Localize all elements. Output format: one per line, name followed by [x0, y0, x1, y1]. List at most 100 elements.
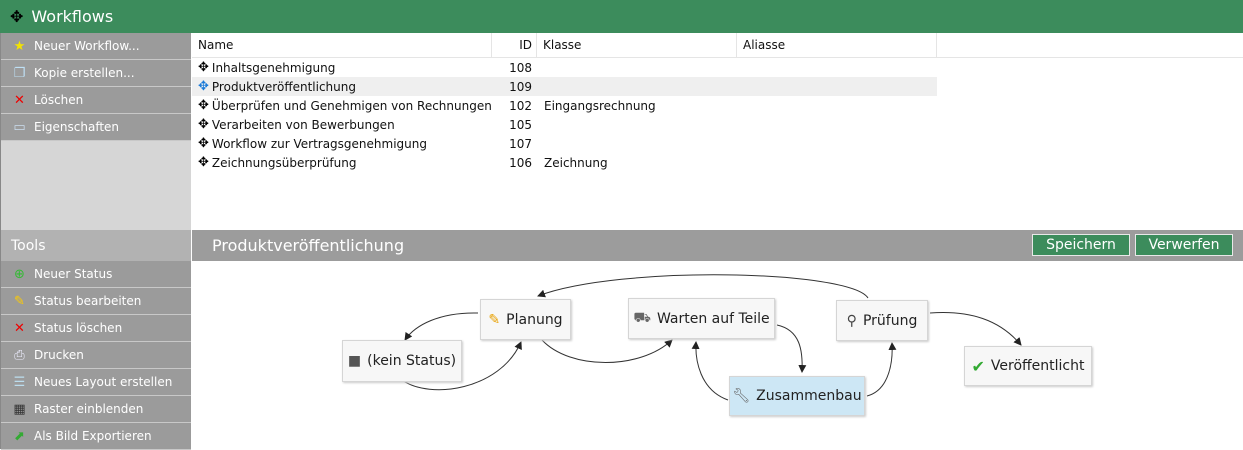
- label: Prüfung: [862, 312, 918, 329]
- tools-header: Tools: [0, 230, 191, 261]
- grid-icon: ▦: [13, 401, 26, 417]
- cell-id: 106: [509, 155, 532, 170]
- cell-name: ✥Zeichnungsüberprüfung: [192, 156, 492, 170]
- label: Neues Layout erstellen: [34, 375, 173, 389]
- save-button[interactable]: Speichern: [1032, 234, 1130, 256]
- label: Status löschen: [34, 321, 123, 335]
- print-button[interactable]: ⎙ Drucken: [1, 342, 191, 369]
- name: Verarbeiten von Bewerbungen: [211, 117, 395, 132]
- label: Neuer Status: [34, 267, 113, 281]
- cell-name: ✥Überprüfen und Genehmigen von Rechnunge…: [192, 99, 492, 113]
- edit-icon: ✎: [14, 293, 25, 309]
- arrow: [866, 342, 897, 397]
- workflow-list: Name ID Klasse Aliasse ✥Inhaltsgenehmigu…: [192, 33, 1243, 230]
- new-workflow-button[interactable]: ★Neuer Workflow...: [1, 33, 191, 60]
- status-node-pruefung[interactable]: ⚲ Prüfung: [836, 300, 928, 341]
- cell-klasse: Zeichnung: [544, 155, 608, 170]
- show-grid-button[interactable]: ▦ Raster einblenden: [1, 396, 191, 423]
- cell-name: ✥Inhaltsgenehmigung: [192, 61, 492, 75]
- cell-name: ✥Workflow zur Vertragsgenehmigung: [192, 137, 492, 151]
- label: Zusammenbau: [756, 388, 862, 404]
- delete-icon: ✕: [14, 92, 25, 108]
- app-title: Workflows: [31, 7, 114, 26]
- arrow: [404, 312, 479, 341]
- status-node-warten[interactable]: ⛟ Warten auf Teile: [628, 298, 775, 339]
- status-node-veroeffentlicht[interactable]: ✔ Veröffentlicht: [964, 346, 1092, 386]
- label: Veröffentlicht: [990, 358, 1085, 374]
- column-id[interactable]: ID: [492, 33, 537, 57]
- wrench-icon: 🔧︎: [732, 388, 751, 404]
- cell-id: 105: [509, 117, 532, 132]
- arrow: [691, 341, 729, 401]
- copy-button[interactable]: ❐ Kopie erstellen...: [1, 60, 191, 87]
- column-name[interactable]: Name: [192, 33, 492, 57]
- delete-button[interactable]: ✕ Löschen: [1, 87, 191, 114]
- edit-icon: ✎: [488, 311, 501, 328]
- new-layout-button[interactable]: ☰ Neues Layout erstellen: [1, 369, 191, 396]
- table-row[interactable]: ✥Überprüfen und Genehmigen von Rechnunge…: [192, 96, 937, 115]
- search-icon: ⚲: [846, 312, 857, 329]
- table-row[interactable]: ✥Produktveröffentlichung 109: [192, 77, 937, 96]
- arrow: [776, 324, 807, 373]
- workflow-icon: ✥: [198, 79, 209, 94]
- workflow-icon: ✥: [198, 60, 209, 75]
- cell-name: ✥Produktveröffentlichung: [192, 80, 492, 94]
- edit-status-button[interactable]: ✎ Status bearbeiten: [1, 288, 191, 315]
- print-icon: ⎙: [14, 347, 25, 363]
- arrow: [401, 341, 522, 391]
- app-header: ✥Workflows: [0, 0, 1243, 33]
- cell-id: 107: [509, 136, 532, 151]
- cell-id: 109: [509, 79, 532, 94]
- column-aliasse[interactable]: Aliasse: [737, 33, 937, 57]
- layout-icon: ☰: [13, 374, 26, 390]
- status-node-planung[interactable]: ✎ Planung: [480, 299, 571, 340]
- label: Eigenschaften: [34, 120, 120, 134]
- cell-name: ✥Verarbeiten von Bewerbungen: [192, 118, 492, 132]
- label: (kein Status): [367, 353, 457, 369]
- workflow-icon: ✥: [198, 98, 209, 113]
- delete-icon: ✕: [14, 320, 25, 336]
- name: Zeichnungsüberprüfung: [211, 155, 357, 170]
- new-status-button[interactable]: ⊕ Neuer Status: [1, 261, 191, 288]
- arrow: [537, 274, 869, 299]
- label: Als Bild Exportieren: [34, 429, 152, 443]
- name: Inhaltsgenehmigung: [211, 60, 336, 75]
- column-klasse[interactable]: Klasse: [537, 33, 737, 57]
- new-status-icon: ⊕: [14, 266, 25, 282]
- label: Raster einblenden: [34, 402, 144, 416]
- properties-button[interactable]: ▭ Eigenschaften: [1, 114, 191, 141]
- table-row[interactable]: ✥Verarbeiten von Bewerbungen 105: [192, 115, 937, 134]
- label: Warten auf Teile: [656, 310, 770, 327]
- label: Status bearbeiten: [34, 294, 142, 308]
- status-node-zusammenbau[interactable]: 🔧︎ Zusammenbau: [729, 376, 865, 416]
- copy-icon: ❐: [13, 65, 26, 81]
- table-row[interactable]: ✥Inhaltsgenehmigung 108: [192, 58, 937, 77]
- export-icon: ⬈: [14, 428, 25, 444]
- workflow-icon: ✥: [198, 117, 209, 132]
- tools-panel: ⊕ Neuer Status ✎ Status bearbeiten ✕ Status…: [0, 261, 191, 450]
- actions-panel: ★Neuer Workflow... ❐ Kopie erstellen... ✕…: [0, 33, 191, 230]
- label: Planung: [506, 311, 563, 328]
- table-row[interactable]: ✥Zeichnungsüberprüfung 106 Zeichnung: [192, 153, 937, 172]
- label: Löschen: [34, 93, 84, 107]
- table-row[interactable]: ✥Workflow zur Vertragsgenehmigung 107: [192, 134, 937, 153]
- truck-icon: ⛟: [633, 309, 651, 326]
- cell-id: 108: [509, 60, 532, 75]
- arrow: [541, 339, 673, 363]
- name: Workflow zur Vertragsgenehmigung: [211, 136, 427, 151]
- list-header: Name ID Klasse Aliasse: [192, 33, 1243, 58]
- star-icon: ★: [13, 38, 26, 54]
- cell-klasse: Eingangsrechnung: [544, 98, 656, 113]
- name: Produktveröffentlichung: [211, 79, 356, 94]
- discard-button[interactable]: Verwerfen: [1135, 234, 1233, 256]
- status-node-kein-status[interactable]: ■ (kein Status): [342, 340, 462, 382]
- workflow-icon: ✥: [198, 136, 209, 151]
- delete-status-button[interactable]: ✕ Status löschen: [1, 315, 191, 342]
- properties-icon: ▭: [13, 119, 26, 135]
- label: Drucken: [34, 348, 84, 362]
- label: Kopie erstellen...: [34, 66, 135, 80]
- check-icon: ✔: [971, 356, 985, 376]
- square-icon: ■: [347, 353, 362, 369]
- name: Überprüfen und Genehmigen von Rechnungen: [211, 98, 492, 113]
